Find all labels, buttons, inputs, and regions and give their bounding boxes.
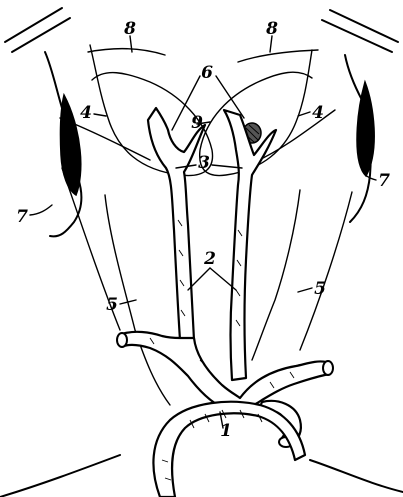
skull-bar-right (322, 10, 398, 52)
label-5-right: 5 (314, 279, 326, 299)
label-4-right: 4 (312, 103, 324, 123)
black-mass-left (60, 95, 80, 195)
side-line-5-right (252, 190, 300, 360)
aortic-arch (153, 402, 305, 497)
label-9: 9 (191, 113, 203, 133)
label-8-right: 8 (265, 19, 278, 39)
brow-line-right (238, 50, 318, 62)
skull-bar-left (5, 8, 70, 52)
label-3: 3 (198, 153, 210, 173)
label-8-left: 8 (123, 19, 136, 39)
label-4-left: 4 (80, 103, 92, 123)
label-7-right: 7 (378, 171, 390, 191)
label-7-left: 7 (16, 207, 28, 227)
label-1: 1 (220, 421, 232, 441)
vessel-left (148, 108, 205, 340)
brow-line-left (88, 49, 165, 55)
orbit-outline-left (90, 45, 213, 176)
bottom-curve-left (0, 455, 120, 497)
vessel-right (224, 110, 276, 380)
label-2: 2 (203, 249, 216, 269)
bottom-curve-right (310, 460, 403, 492)
label-6: 6 (201, 63, 213, 83)
lower-flank-right (300, 192, 352, 350)
label-5-left: 5 (106, 295, 118, 315)
